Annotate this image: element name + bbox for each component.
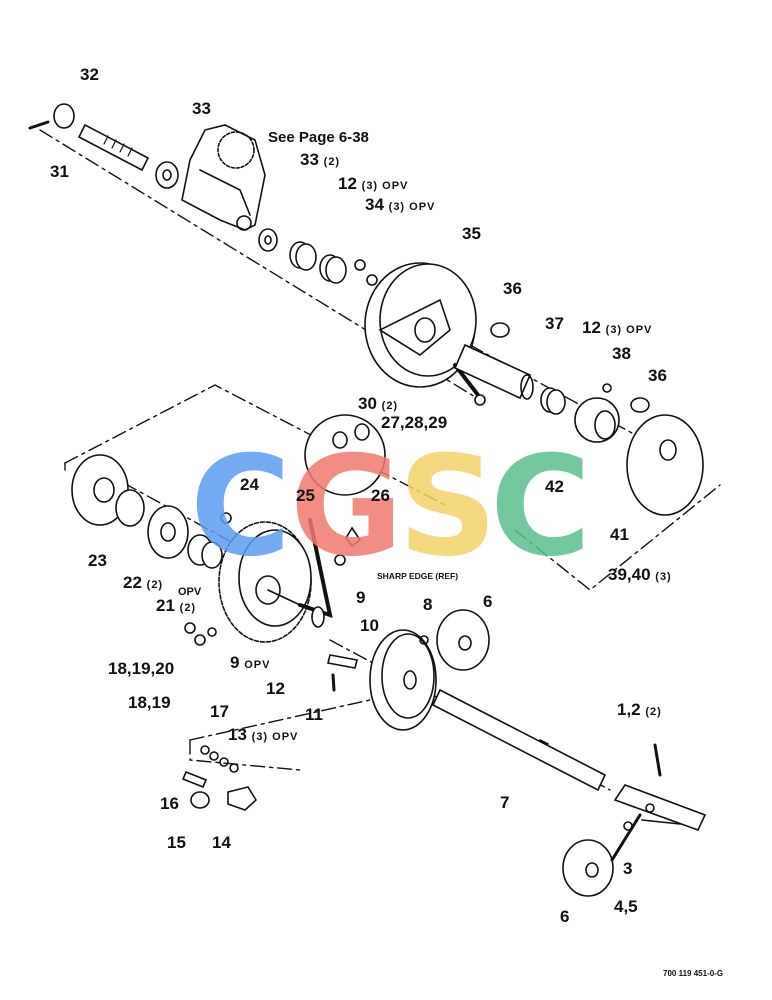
- callout-text: 21: [156, 596, 175, 615]
- detail-circle-6-lower: [562, 813, 642, 897]
- sprocket-35: [364, 262, 477, 388]
- callout-9-b: 9 OPV: [230, 654, 270, 671]
- callout-17: 17: [210, 702, 229, 721]
- callout-qty: (2): [645, 706, 662, 718]
- callout-qty: OPV: [244, 659, 271, 671]
- detail-circle-30: [304, 414, 386, 496]
- callout-qty: (2): [146, 579, 164, 591]
- callout-18-19: 18,19: [128, 693, 171, 712]
- callout-14: 14: [212, 833, 231, 852]
- callout-23: 23: [88, 551, 107, 570]
- callout-qty: (3) OPV: [251, 731, 299, 743]
- callout-27-28-29: 27,28,29: [381, 413, 448, 432]
- lower-left-parts: [181, 745, 258, 811]
- callout-31: 31: [50, 162, 69, 181]
- top-shaft-assembly: [28, 103, 266, 231]
- callout-15: 15: [167, 833, 186, 852]
- callout-3: 3: [623, 859, 633, 878]
- callout-35: 35: [462, 224, 481, 243]
- callout-13: 13 (3) OPV: [228, 726, 298, 743]
- callout-text: 13: [228, 725, 247, 744]
- callout-18-19-20: 18,19,20: [108, 659, 175, 678]
- callout-12-top: 12 (3) OPV: [338, 175, 408, 192]
- callout-qty: (3) OPV: [605, 324, 653, 336]
- callout-qty: (2): [179, 602, 197, 614]
- callout-32: 32: [80, 65, 99, 84]
- callout-text: 33: [300, 150, 319, 169]
- bracket-assembly: [613, 743, 707, 832]
- callout-qty: (3): [655, 571, 672, 583]
- callout-7: 7: [500, 793, 510, 812]
- callout-text: 30: [358, 394, 377, 413]
- callout-8: 8: [423, 595, 433, 614]
- callout-34: 34 (3) OPV: [365, 196, 435, 213]
- callout-33: 33: [192, 99, 211, 118]
- callout-30: 30 (2): [358, 395, 398, 412]
- callout-26: 26: [371, 486, 390, 505]
- callout-16: 16: [160, 794, 179, 813]
- callout-qty: (2): [381, 400, 399, 412]
- callout-qty: (2): [323, 156, 341, 168]
- callout-41: 41: [610, 525, 629, 544]
- figure-number: 700 119 451-0-G: [663, 969, 724, 978]
- note-see-page: See Page 6-38: [268, 129, 369, 146]
- callout-24: 24: [240, 475, 259, 494]
- callout-37: 37: [545, 314, 564, 333]
- callout-9-a: 9: [356, 588, 366, 607]
- drive-sprocket: [218, 518, 333, 643]
- callout-1-2: 1,2 (2): [617, 701, 662, 718]
- callout-39-40: 39,40 (3): [608, 566, 672, 583]
- callout-22: 22 (2): [123, 574, 163, 591]
- small-hardware: [184, 512, 362, 692]
- watermark-s: S: [398, 426, 498, 587]
- callout-36-b: 36: [648, 366, 667, 385]
- spoked-wheel-8: [369, 629, 437, 731]
- callout-4-5: 4,5: [614, 897, 638, 916]
- callout-qty: (3) OPV: [361, 180, 409, 192]
- note-sharp-edge: SHARP EDGE (REF): [377, 571, 459, 581]
- callout-text: 1,2: [617, 700, 641, 719]
- detail-circle-6-upper: [436, 609, 490, 671]
- callout-21: 21 (2): [156, 597, 196, 614]
- callout-text: 22: [123, 573, 142, 592]
- callout-21-opv: OPV: [178, 586, 202, 598]
- callout-qty: (3) OPV: [388, 201, 436, 213]
- watermark-c1: C: [190, 426, 292, 587]
- watermark-g: G: [290, 426, 404, 587]
- callout-text: 12: [582, 318, 601, 337]
- callout-6-b: 6: [560, 907, 570, 926]
- bearing-stack: [258, 228, 378, 286]
- callout-6-a: 6: [483, 592, 493, 611]
- callout-12-right: 12 (3) OPV: [582, 319, 652, 336]
- callout-text: 9: [230, 653, 240, 672]
- callout-text: 39,40: [608, 565, 651, 584]
- right-hub-assembly: [453, 322, 704, 516]
- callout-25: 25: [296, 486, 315, 505]
- callout-text: 12: [338, 174, 357, 193]
- callout-12-mid: 12: [266, 679, 285, 698]
- callout-10: 10: [360, 616, 379, 635]
- callout-36-a: 36: [503, 279, 522, 298]
- callout-33-2: 33 (2): [300, 151, 340, 168]
- callout-38: 38: [612, 344, 631, 363]
- callout-text: 34: [365, 195, 384, 214]
- long-shaft-7: [431, 688, 607, 792]
- callout-42: 42: [545, 477, 564, 496]
- callout-11: 11: [305, 705, 323, 724]
- watermark-c2: C: [490, 426, 592, 587]
- left-hub-assembly: [71, 454, 223, 569]
